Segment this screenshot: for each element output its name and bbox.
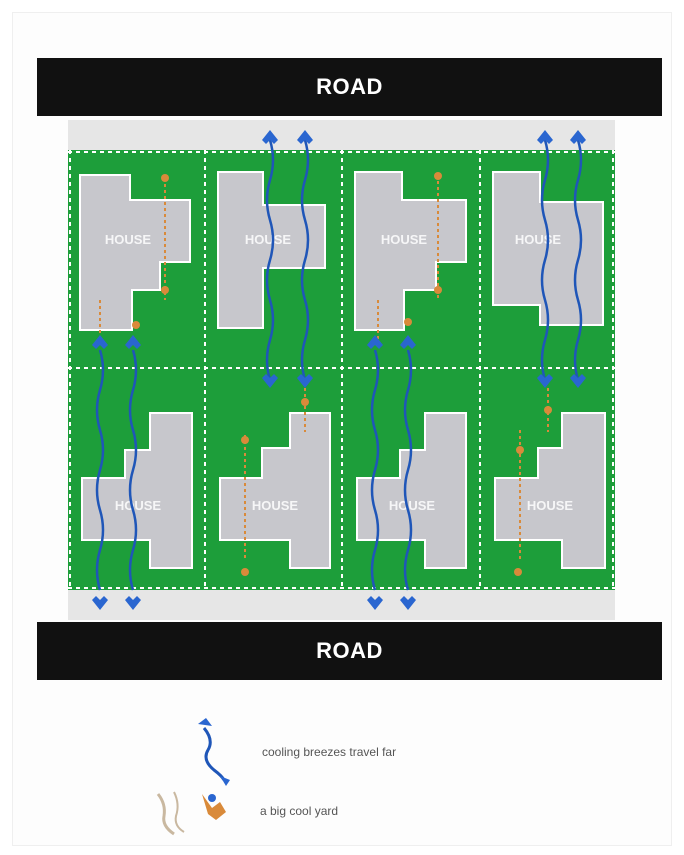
house-4-label: HOUSE bbox=[515, 232, 562, 247]
yard-paths bbox=[99, 175, 549, 560]
yard-legend-label: a big cool yard bbox=[260, 804, 339, 818]
verge-bottom bbox=[68, 590, 615, 620]
house-7-label: HOUSE bbox=[389, 498, 436, 513]
house-1-label: HOUSE bbox=[105, 232, 152, 247]
breeze-paths bbox=[95, 139, 583, 591]
house-6-label: HOUSE bbox=[252, 498, 299, 513]
verge-top bbox=[68, 120, 615, 150]
yard-legend-icon bbox=[156, 791, 226, 836]
road-bottom: ROAD bbox=[37, 622, 662, 680]
legend-yard: a big cool yard bbox=[150, 784, 338, 838]
house-7: HOUSE bbox=[356, 412, 467, 569]
house-8: HOUSE bbox=[494, 412, 606, 569]
lot-lines bbox=[68, 150, 615, 590]
house-6: HOUSE bbox=[219, 412, 331, 569]
house-3-label: HOUSE bbox=[381, 232, 428, 247]
road-top: ROAD bbox=[37, 58, 662, 116]
house-8-label: HOUSE bbox=[527, 498, 574, 513]
road-top-label: ROAD bbox=[316, 74, 383, 99]
house-1: HOUSE bbox=[79, 174, 191, 331]
house-5-label: HOUSE bbox=[115, 498, 162, 513]
breeze-arrows bbox=[92, 130, 586, 610]
road-bottom-label: ROAD bbox=[316, 638, 383, 663]
breeze-legend-label: cooling breezes travel far bbox=[262, 745, 397, 759]
yard-markers bbox=[132, 172, 552, 576]
house-5: HOUSE bbox=[81, 412, 193, 569]
legend-breeze: cooling breezes travel far bbox=[190, 718, 396, 786]
breeze-legend-icon bbox=[198, 718, 230, 786]
house-2-label: HOUSE bbox=[245, 232, 292, 247]
